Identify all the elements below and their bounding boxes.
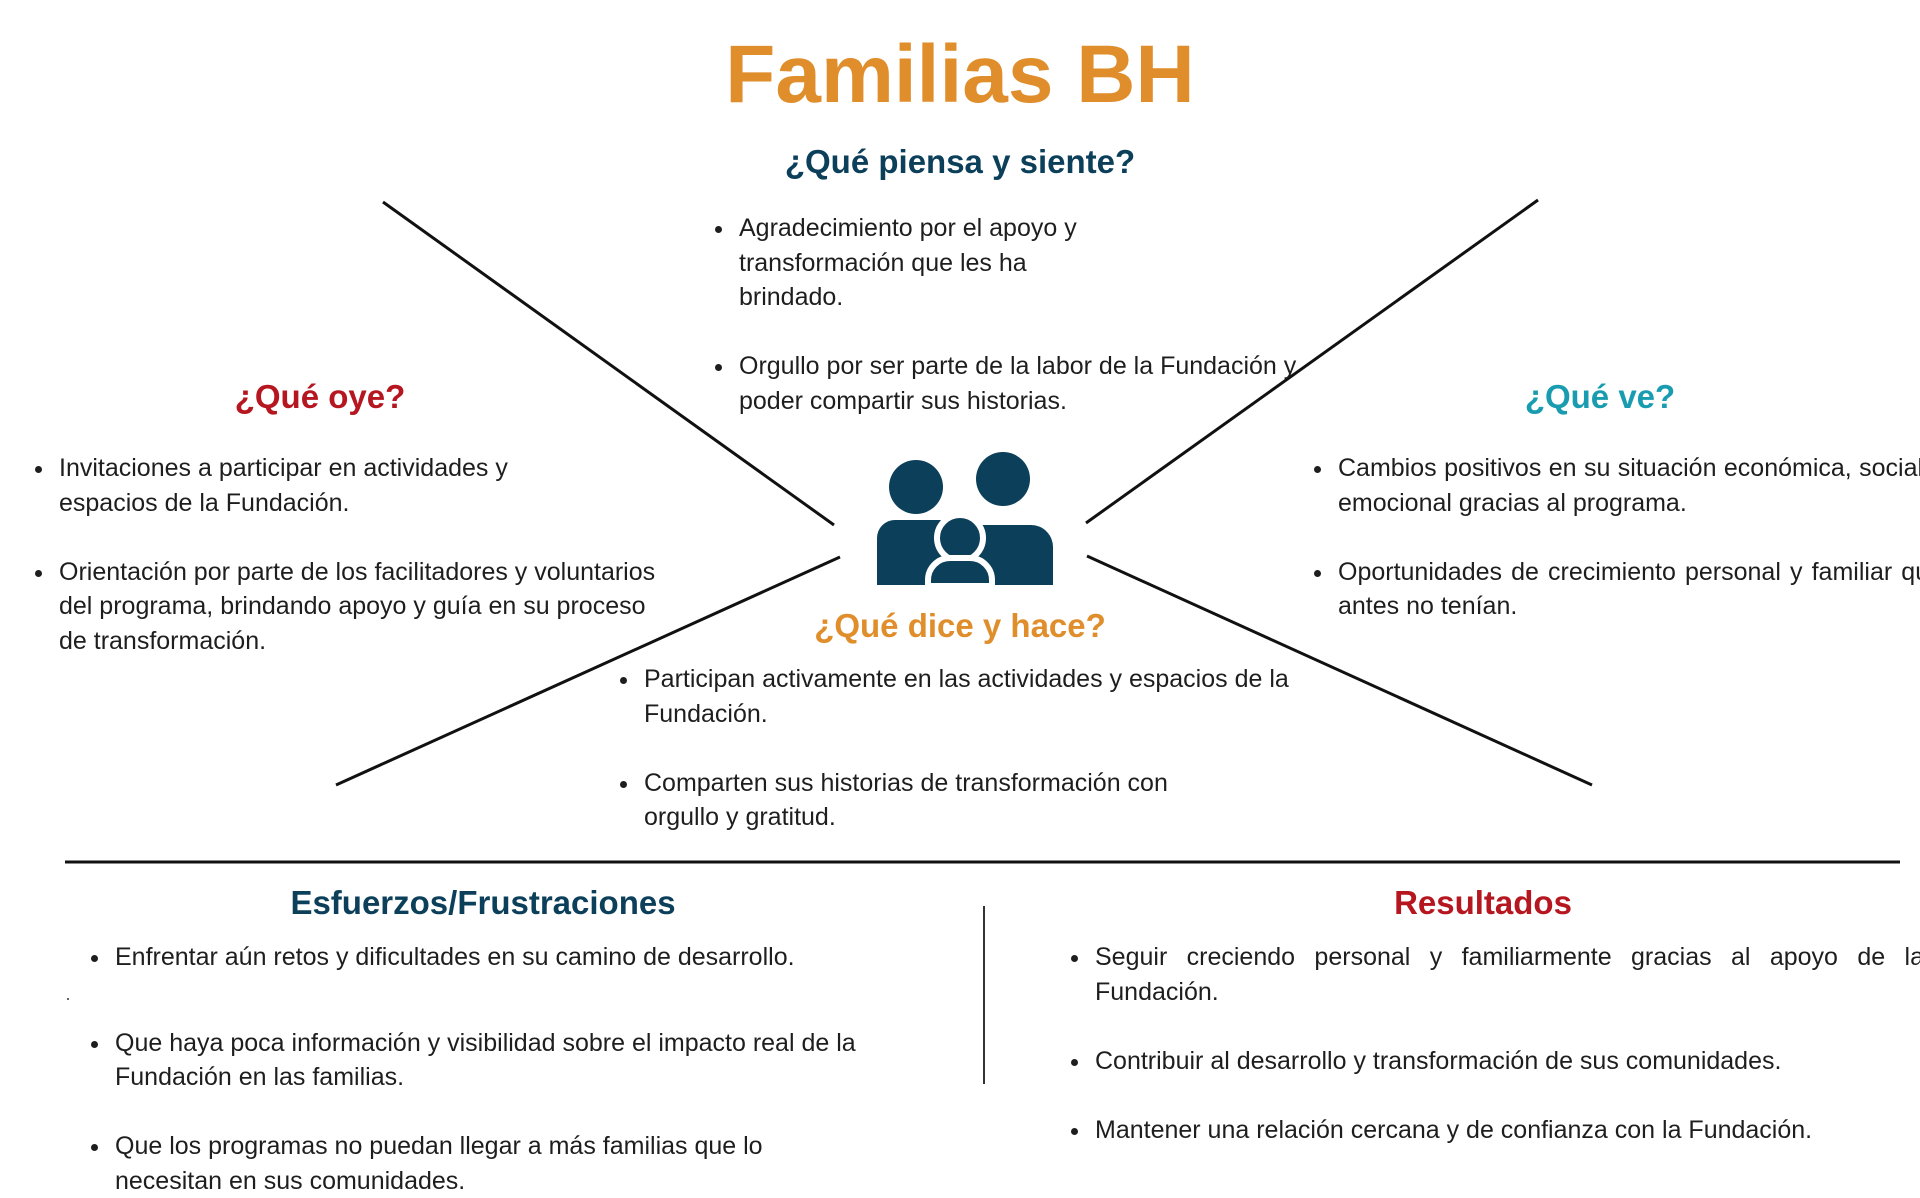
list-item: Orientación por parte de los facilitador… <box>56 555 656 659</box>
list-item: Cambios positivos en su situación económ… <box>1335 451 1920 520</box>
pains-list: Enfrentar aún retos y dificultades en su… <box>88 940 917 1198</box>
family-icon <box>877 452 1053 589</box>
list-item: Participan activamente en las actividade… <box>641 662 1341 731</box>
list-item: Oportunidades de crecimiento personal y … <box>1335 555 1920 624</box>
stray-dot <box>67 998 69 1000</box>
sees-heading: ¿Qué ve? <box>1524 378 1676 415</box>
hears-heading: ¿Qué oye? <box>234 378 406 415</box>
list-item: Mantener una relación cercana y de confi… <box>1092 1113 1920 1148</box>
gains-list: Seguir creciendo personal y familiarment… <box>1068 940 1920 1147</box>
divider-line-bottom-right <box>1086 554 1593 787</box>
page-title: Familias BH <box>725 29 1195 120</box>
list-item: Que haya poca información y visibilidad … <box>112 1026 917 1095</box>
list-item: Agradecimiento por el apoyo y transforma… <box>736 211 1079 315</box>
pains-heading: Esfuerzos/Frustraciones <box>290 884 676 921</box>
list-item: Que los programas no puedan llegar a más… <box>112 1129 855 1198</box>
list-item: Orgullo por ser parte de la labor de la … <box>736 349 1336 418</box>
says-does-list: Participan activamente en las actividade… <box>617 662 1341 835</box>
thinks-feels-heading: ¿Qué piensa y siente? <box>784 143 1136 180</box>
divider-line-top-right <box>1085 198 1539 525</box>
divider-line-top-left <box>382 200 835 527</box>
list-item: Contribuir al desarrollo y transformació… <box>1092 1044 1920 1079</box>
sees-list: Cambios positivos en su situación económ… <box>1311 451 1920 624</box>
gains-heading: Resultados <box>1394 884 1572 921</box>
list-item: Seguir creciendo personal y familiarment… <box>1092 940 1920 1009</box>
divider-line-bottom-left <box>335 555 841 787</box>
says-does-heading: ¿Qué dice y hace? <box>814 607 1106 644</box>
list-item: Invitaciones a participar en actividades… <box>56 451 579 520</box>
list-item: Comparten sus historias de transformació… <box>641 766 1244 835</box>
thinks-feels-list: Agradecimiento por el apoyo y transforma… <box>712 211 1336 418</box>
hears-list: Invitaciones a participar en actividades… <box>32 451 656 658</box>
list-item: Enfrentar aún retos y dificultades en su… <box>112 940 917 975</box>
